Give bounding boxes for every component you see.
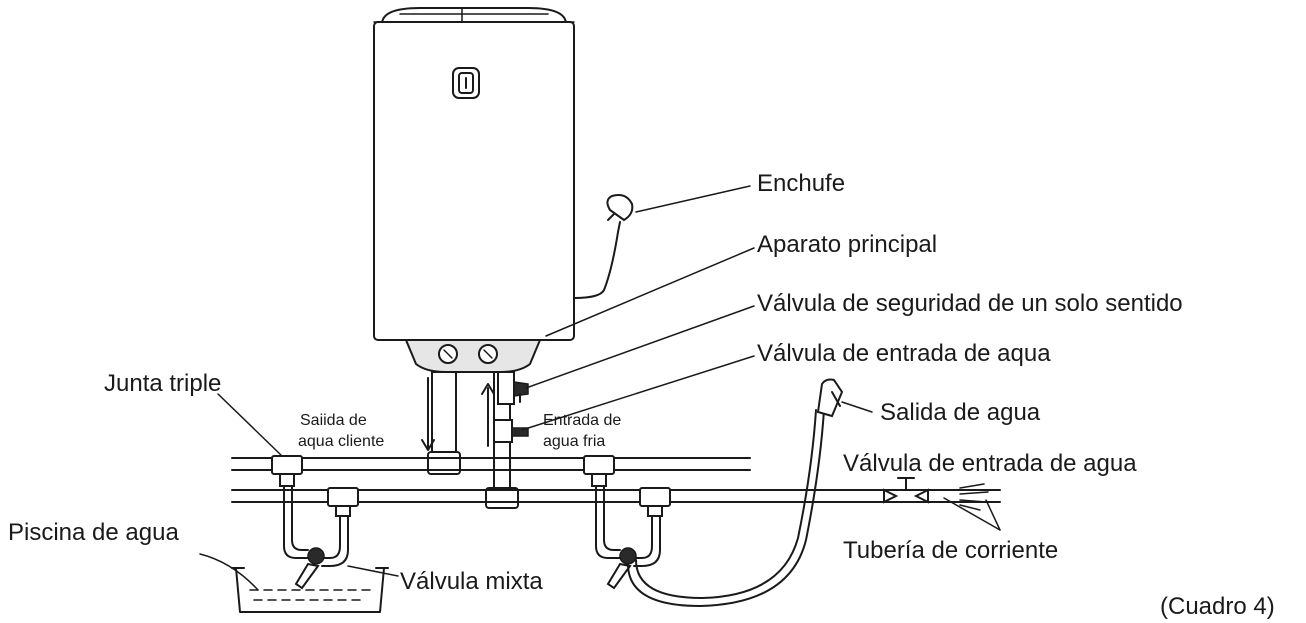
label-tuberia-corriente: Tubería de corriente bbox=[843, 537, 1058, 564]
water-heater-tank bbox=[373, 7, 575, 373]
label-salida-agua: Salida de agua bbox=[880, 399, 1041, 426]
power-plug-icon bbox=[573, 194, 634, 299]
leader-lines bbox=[199, 185, 1001, 591]
label-junta-triple: Junta triple bbox=[104, 370, 221, 397]
label-piscina-agua: Piscina de agua bbox=[8, 519, 179, 546]
label-valvula-mixta: Válvula mixta bbox=[400, 568, 543, 595]
label-entrada-fria-1: Entrada de bbox=[543, 412, 621, 429]
label-valvula-seguridad: Válvula de seguridad de un solo sentido bbox=[757, 290, 1183, 317]
left-mixing-assembly bbox=[271, 455, 359, 590]
label-enchufe: Enchufe bbox=[757, 170, 845, 197]
right-mixing-assembly bbox=[583, 455, 671, 590]
shower-head-icon bbox=[816, 378, 844, 418]
label-valvula-entrada-top: Válvula de entrada de aqua bbox=[757, 340, 1051, 367]
outlet-pipe bbox=[421, 371, 461, 475]
shower-hose bbox=[627, 409, 825, 607]
label-aparato-principal: Aparato principal bbox=[757, 231, 937, 258]
label-cuadro: (Cuadro 4) bbox=[1160, 593, 1275, 620]
label-entrada-fria-2: agua fria bbox=[543, 433, 605, 450]
pipes bbox=[231, 457, 1001, 511]
label-valvula-entrada-bottom: Válvula de entrada de agua bbox=[843, 450, 1137, 477]
water-pool bbox=[231, 567, 389, 613]
label-salida-cliente-2: aqua cliente bbox=[298, 433, 384, 450]
inlet-pipe bbox=[481, 371, 529, 509]
label-salida-cliente-1: Saiida de bbox=[300, 412, 367, 429]
